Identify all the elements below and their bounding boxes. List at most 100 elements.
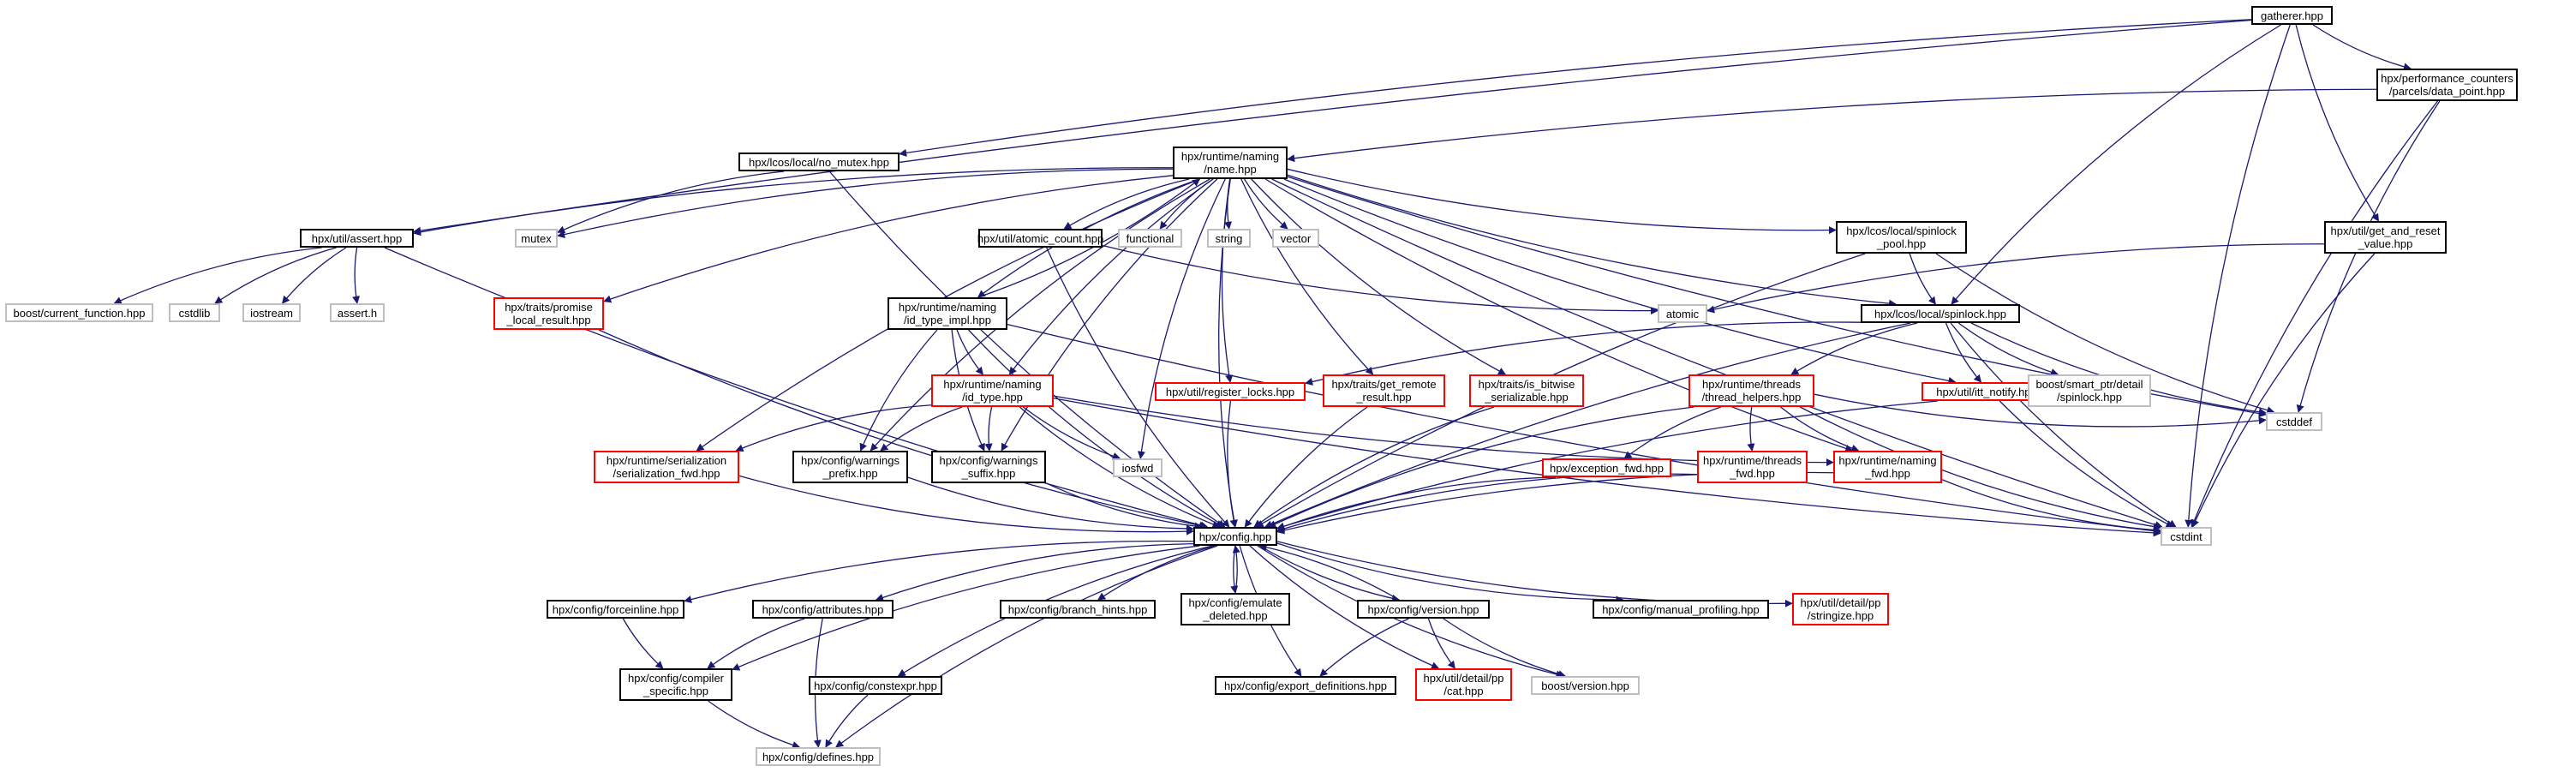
- node-thread-helpers-hpp[interactable]: hpx/runtime/threads /thread_helpers.hpp: [1688, 374, 1814, 407]
- edge-config-to-version: [1259, 545, 1400, 602]
- node-vector: vector: [1272, 229, 1319, 248]
- edge-id_type_impl-to-cstdint: [1007, 323, 2161, 536]
- node-assert-h: assert.h: [330, 303, 385, 322]
- node-constexpr-hpp[interactable]: hpx/config/constexpr.hpp: [809, 676, 942, 695]
- node-get-and-reset-value-hpp[interactable]: hpx/util/get_and_reset _value.hpp: [2324, 221, 2447, 254]
- edge-name-to-cstdint: [1271, 178, 2163, 529]
- node-serialization-fwd-hpp[interactable]: hpx/runtime/serialization /serialization…: [594, 451, 739, 483]
- edge-naming_fwd-to-cstdint: [1941, 479, 2161, 534]
- node-warnings-suffix-hpp[interactable]: hpx/config/warnings _suffix.hpp: [931, 451, 1046, 483]
- node-functional: functional: [1118, 229, 1182, 248]
- edge-name-to-assert: [413, 167, 1174, 236]
- node-mutex: mutex: [515, 229, 558, 248]
- node-itt-notify-hpp[interactable]: hpx/util/itt_notify.hpp: [1922, 382, 2052, 401]
- edge-id_type_impl-to-config: [968, 329, 1224, 528]
- node-register-locks-hpp[interactable]: hpx/util/register_locks.hpp: [1155, 382, 1306, 401]
- node-cat-hpp[interactable]: hpx/util/detail/pp /cat.hpp: [1415, 668, 1512, 701]
- edge-atomic_count-to-config: [1046, 247, 1230, 528]
- edge-promise_local-to-config: [598, 329, 1207, 530]
- edge-version-to-config: [1258, 543, 1400, 601]
- edge-gatherer-to-spinlock: [1951, 24, 2281, 305]
- edge-version-to-export_definitions: [1319, 618, 1409, 677]
- edge-spinlock_pool-to-spinlock: [1909, 253, 1936, 305]
- edge-emulate_deleted-to-config: [1232, 545, 1240, 594]
- edge-assert-to-config: [384, 247, 1209, 530]
- edge-spinlock-to-cstdint: [1950, 322, 2177, 528]
- edge-thread_helpers-to-exception_fwd: [1623, 406, 1722, 459]
- edge-spinlock-to-itt_notify: [1945, 322, 1982, 383]
- node-cstddef: cstddef: [2266, 412, 2322, 431]
- edge-config-to-compiler_specific: [732, 545, 1200, 671]
- edge-config-to-branch_hints: [1097, 545, 1216, 601]
- node-promise-local-result-hpp[interactable]: hpx/traits/promise _local_result.hpp: [493, 297, 604, 330]
- edge-config-to-attributes: [875, 543, 1194, 601]
- edge-itt_notify-to-config: [1276, 400, 1938, 530]
- edge-id_type-to-iosfwd: [1022, 406, 1121, 460]
- edge-itt_notify-to-cstdint: [1999, 400, 2174, 528]
- edge-config-to-boost_version: [1257, 545, 1564, 679]
- node-iostream: iostream: [242, 303, 301, 322]
- node-export-definitions-hpp[interactable]: hpx/config/export_definitions.hpp: [1215, 676, 1396, 695]
- node-gatherer-hpp: gatherer.hpp: [2251, 6, 2333, 25]
- edge-name-to-spinlock: [1287, 174, 1898, 308]
- edge-name-to-atomic_count: [1063, 178, 1190, 230]
- node-warnings-prefix-hpp[interactable]: hpx/config/warnings _prefix.hpp: [792, 451, 908, 483]
- node-data-point-hpp[interactable]: hpx/performance_counters /parcels/data_p…: [2376, 69, 2518, 101]
- node-name-hpp[interactable]: hpx/runtime/naming /name.hpp: [1173, 147, 1288, 179]
- node-version-hpp[interactable]: hpx/config/version.hpp: [1357, 600, 1490, 619]
- node-config-hpp[interactable]: hpx/config.hpp: [1193, 527, 1277, 546]
- node-manual-profiling-hpp[interactable]: hpx/config/manual_profiling.hpp: [1593, 600, 1769, 619]
- edge-name-to-mutex: [557, 168, 1174, 238]
- edge-thread_helpers-to-naming_fwd: [1780, 406, 1860, 452]
- node-compiler-specific-hpp[interactable]: hpx/config/compiler _specific.hpp: [619, 668, 732, 701]
- edge-thread_helpers-to-cstddef: [1814, 393, 2267, 428]
- node-branch-hints-hpp[interactable]: hpx/config/branch_hints.hpp: [1000, 600, 1156, 619]
- node-string: string: [1207, 229, 1251, 248]
- node-stringize-hpp[interactable]: hpx/util/detail/pp /stringize.hpp: [1792, 593, 1889, 625]
- node-emulate-deleted-hpp[interactable]: hpx/config/emulate _deleted.hpp: [1180, 593, 1290, 625]
- node-get-remote-result-hpp[interactable]: hpx/traits/get_remote _result.hpp: [1323, 374, 1445, 407]
- node-cstdint: cstdint: [2161, 527, 2212, 546]
- edge-id_type_impl-to-warnings_prefix: [859, 329, 938, 452]
- edge-exception_fwd-to-config: [1276, 476, 1556, 530]
- edge-get_remote-to-config: [1244, 406, 1368, 528]
- node-spinlock-hpp[interactable]: hpx/lcos/local/spinlock.hpp: [1861, 304, 2020, 323]
- edge-gatherer-to-assert: [413, 19, 2252, 235]
- node-id-type-hpp[interactable]: hpx/runtime/naming /id_type.hpp: [931, 374, 1054, 407]
- edge-spinlock-to-boost_spinlock: [1957, 322, 2059, 376]
- node-threads-fwd-hpp[interactable]: hpx/runtime/threads _fwd.hpp: [1697, 451, 1808, 483]
- edge-id_type-to-serialization_fwd: [735, 404, 932, 452]
- edge-name-to-vector: [1243, 178, 1288, 230]
- node-id-type-impl-hpp[interactable]: hpx/runtime/naming /id_type_impl.hpp: [888, 297, 1007, 330]
- node-cstdlib: cstdlib: [169, 303, 220, 322]
- edge-config-to-forceinline: [684, 540, 1194, 603]
- edge-id_type_impl-to-id_type: [956, 329, 983, 375]
- node-attributes-hpp[interactable]: hpx/config/attributes.hpp: [752, 600, 894, 619]
- edge-attributes-to-compiler_specific: [707, 618, 805, 669]
- node-spinlock-pool-hpp[interactable]: hpx/lcos/local/spinlock _pool.hpp: [1836, 221, 1967, 254]
- edge-name-to-iosfwd: [1137, 178, 1226, 459]
- edge-name-to-naming_fwd: [1264, 178, 1854, 452]
- edge-name-to-spinlock_pool: [1287, 168, 1837, 235]
- node-no-mutex-hpp[interactable]: hpx/lcos/local/no_mutex.hpp: [738, 153, 900, 171]
- node-atomic: atomic: [1658, 304, 1707, 323]
- edge-data_point-to-cstdint: [2190, 100, 2439, 528]
- edge-id_type-to-cstdint: [1053, 398, 2161, 537]
- edge-version-to-boost_version: [1443, 618, 1567, 679]
- edge-no_mutex-to-mutex: [557, 171, 785, 234]
- node-is-bitwise-serializable-hpp[interactable]: hpx/traits/is_bitwise _serializable.hpp: [1469, 374, 1584, 407]
- edge-name-to-is_bitwise: [1251, 178, 1507, 375]
- edge-thread_helpers-to-threads_fwd: [1747, 406, 1755, 452]
- node-assert-hpp[interactable]: hpx/util/assert.hpp: [300, 229, 414, 248]
- node-exception-fwd-hpp[interactable]: hpx/exception_fwd.hpp: [1542, 458, 1671, 477]
- node-forceinline-hpp[interactable]: hpx/config/forceinline.hpp: [547, 600, 684, 619]
- edge-register_locks-to-config: [1227, 400, 1238, 528]
- node-atomic-count-hpp[interactable]: hpx/util/atomic_count.hpp: [977, 229, 1103, 248]
- edge-constexpr-to-defines: [825, 694, 869, 748]
- edge-assert-to-iostream: [281, 247, 347, 304]
- node-naming-fwd-hpp[interactable]: hpx/runtime/naming _fwd.hpp: [1833, 451, 1942, 483]
- edge-config-to-stringize: [1276, 541, 1793, 607]
- edge-compiler_specific-to-defines: [708, 700, 801, 749]
